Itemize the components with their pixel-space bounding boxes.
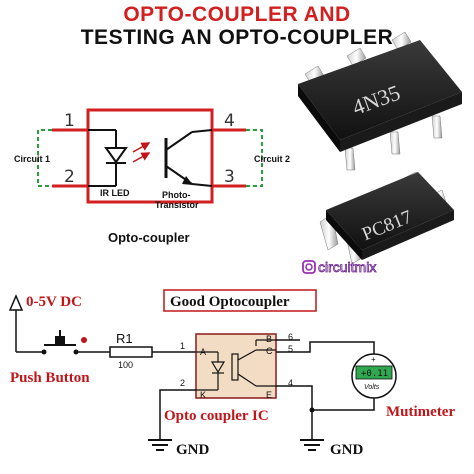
ground-left-icon <box>148 439 172 451</box>
test-circuit: Good Optocoupler 0-5V DC Push Button R1 … <box>8 289 455 458</box>
phototransistor-symbol <box>164 129 213 187</box>
light-arrows <box>132 142 151 163</box>
resistor-r1 <box>109 346 153 358</box>
multimeter: +0.11 Volts + <box>351 353 397 399</box>
meter-reading: +0.11 <box>361 369 388 379</box>
chip-4n35: 4N35 <box>298 31 462 171</box>
ic-pin-1: 1 <box>180 341 185 351</box>
ic-pin-k: K <box>200 390 206 400</box>
watermark: circuitmix <box>302 259 377 275</box>
optocoupler-ic <box>195 333 277 399</box>
symbol-caption: Opto-coupler <box>108 230 190 245</box>
ic-pin-6: 6 <box>288 332 293 342</box>
meter-unit: Volts <box>364 384 380 391</box>
pin-4-label: 4 <box>224 111 235 131</box>
ic-pin-e: E <box>266 390 272 400</box>
gnd-left-label: GND <box>176 442 210 458</box>
svg-text:+: + <box>371 355 376 364</box>
symbol-box <box>86 108 214 204</box>
meter-label: Mutimeter <box>386 404 455 420</box>
ic-pin-b: B <box>266 334 272 344</box>
supply-label: 0-5V DC <box>26 294 82 310</box>
supply-arrow-icon <box>8 294 24 311</box>
header-box <box>163 289 317 312</box>
ir-led-label: IR LED <box>100 188 130 198</box>
ic-pin-2: 2 <box>180 378 185 388</box>
ic-pin-4: 4 <box>288 378 293 388</box>
ic-pin-5: 5 <box>288 344 293 354</box>
ground-right-icon <box>300 439 324 451</box>
resistor-value: 100 <box>118 360 133 370</box>
meter-display <box>355 365 393 380</box>
watermark-text: circuitmix <box>318 259 376 275</box>
instagram-icon <box>302 260 316 274</box>
circuit-2-label: Circuit 2 <box>254 154 290 164</box>
pin-2-label: 2 <box>64 167 75 187</box>
transistor-label-2: Transistor <box>155 200 199 210</box>
circuit-1-loop <box>37 129 52 187</box>
circuit-1-label: Circuit 1 <box>14 154 50 164</box>
ic-pin-c: C <box>266 346 273 356</box>
pin-1-label: 1 <box>64 111 75 131</box>
resistor-name: R1 <box>116 331 133 346</box>
push-button-label: Push Button <box>10 370 90 386</box>
title-line-1: OPTO-COUPLER AND <box>123 3 351 26</box>
gnd-right-label: GND <box>330 442 364 458</box>
transistor-label-1: Photo- <box>162 190 191 200</box>
optocoupler-symbol: 1 2 3 4 Circuit 1 C <box>14 108 290 245</box>
push-button-symbol <box>41 330 87 355</box>
ic-internal <box>196 339 276 391</box>
ic-label: Opto coupler IC <box>164 408 269 424</box>
header-label: Good Optocoupler <box>170 294 290 310</box>
ir-led-symbol <box>88 129 128 187</box>
title-line-2: TESTING AN OPTO-COUPLER <box>80 26 394 49</box>
chip-pc817: PC817 <box>319 171 454 265</box>
pin-3-label: 3 <box>224 167 235 187</box>
circuit-2-loop <box>246 129 263 187</box>
